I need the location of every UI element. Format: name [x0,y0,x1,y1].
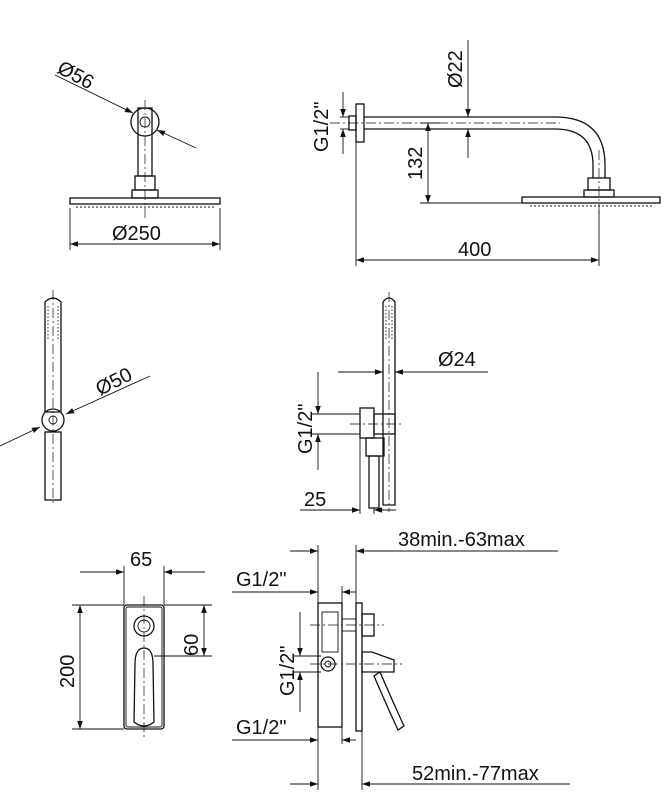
dim-head-diameter: Ø250 [112,223,161,245]
dim-handle-diameter: Ø24 [438,349,476,371]
dim-knob-offset: 60 [181,634,203,656]
view-head-side: G1/2" Ø22 132 400 [311,40,661,266]
dim-thread-bottom: G1/2" [236,717,286,739]
dim-plate-height: 200 [57,655,79,688]
dim-drop-height: 132 [405,147,427,180]
view-mixer-side: 38min.-63max G1/2" G1/2" G1/2" 52min.-77… [232,529,570,790]
dim-arm-thread: G1/2" [311,102,333,152]
hand-shower [44,297,62,413]
dim-arm-diameter: Ø22 [445,50,467,88]
dim-holder-offset: 25 [304,489,326,511]
view-head-front: Ø250 Ø56 [54,57,221,250]
dim-depth-min-max-top: 38min.-63max [398,529,525,551]
dim-thread-top: G1/2" [236,569,286,591]
dim-thread-mid: G1/2" [277,646,299,696]
dim-plate-width: 65 [130,549,152,571]
dim-arm-length: 400 [458,239,491,261]
dim-outlet-thread: G1/2" [295,404,317,454]
view-hand-side: G1/2" Ø24 25 [295,292,488,514]
dim-flange-diameter: Ø56 [54,57,98,94]
dim-outlet-diameter: Ø50 [92,364,136,401]
view-mixer-front: 65 200 60 [57,549,212,738]
dim-depth-min-max-bottom: 52min.-77max [412,763,539,785]
mixer-lever [133,647,155,727]
view-hand-front: Ø50 [0,290,151,506]
